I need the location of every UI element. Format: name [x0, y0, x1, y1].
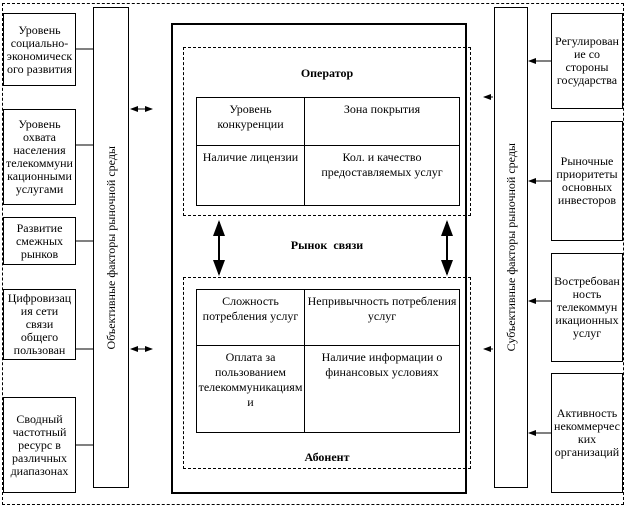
objective-factors-label: Объективные факторы рыночной среды — [103, 145, 118, 350]
subscriber-cell: Непривычность потребления услуг — [305, 290, 459, 346]
operator-cell: Кол. и качество предоставляемых услуг — [321, 150, 443, 179]
market-box — [171, 23, 467, 494]
left-factor-5-text: Сводный частотный ресурс в различных диа… — [10, 411, 69, 478]
left-factor-2: Уровень охвата населения телекоммуникаци… — [3, 109, 76, 205]
left-factor-5: Сводный частотный ресурс в различных диа… — [3, 397, 76, 493]
right-factor-4-text: Активность некоммерческих организаций — [554, 406, 620, 459]
right-factor-3: Востребованность телекоммуникационных ус… — [551, 253, 623, 362]
subscriber-cell: Наличие информации о финансовых условиях — [321, 350, 443, 379]
right-factor-1: Регулирование со стороны государства — [551, 13, 623, 109]
subscriber-cell: Сложность потребления услуг — [197, 290, 305, 346]
right-factor-4: Активность некоммерческих организаций — [551, 373, 623, 493]
right-factor-2: Рыночные приоритеты основных инвесторов — [551, 121, 623, 241]
right-factor-1-text: Регулирование со стороны государства — [555, 34, 619, 87]
subscriber-cell: Оплата за пользованием телекоммуникациям… — [197, 346, 305, 432]
operator-cell: Зона покрытия — [305, 98, 459, 146]
subscriber-title: Абонент — [304, 450, 350, 464]
operator-section — [183, 47, 471, 216]
operator-cell: Наличие лицензии — [197, 146, 305, 205]
right-factor-3-text: Востребованность телекоммуникационных ус… — [554, 274, 620, 340]
right-factor-2-text: Рыночные приоритеты основных инвесторов — [556, 154, 618, 207]
operator-table: Уровень конкуренции Зона покрытия Наличи… — [196, 97, 460, 206]
operator-title: Оператор — [300, 66, 354, 80]
subscriber-section — [183, 277, 471, 469]
left-factor-2-text: Уровень охвата населения телекоммуникаци… — [6, 117, 73, 196]
left-factor-4: Цифровизация сети связи общего пользован — [3, 289, 76, 360]
left-factor-1: Уровень социально-экономического развити… — [3, 13, 76, 86]
operator-cell: Уровень конкуренции — [197, 98, 305, 146]
subjective-factors-label: Субъективные факторы рыночной среды — [503, 143, 518, 352]
subjective-factors-bar: Субъективные факторы рыночной среды — [494, 7, 528, 488]
left-factor-1-text: Уровень социально-экономического развити… — [6, 22, 73, 76]
left-factor-4-text: Цифровизация сети связи общего пользован — [7, 291, 72, 357]
outer-frame — [2, 3, 624, 505]
subscriber-table: Сложность потребления услуг Непривычност… — [196, 289, 460, 433]
left-factor-3-text: Развитие смежных рынков — [15, 220, 64, 261]
market-title: Рынок связи — [290, 238, 364, 252]
objective-factors-bar: Объективные факторы рыночной среды — [93, 7, 129, 488]
left-factor-3: Развитие смежных рынков — [3, 217, 76, 265]
